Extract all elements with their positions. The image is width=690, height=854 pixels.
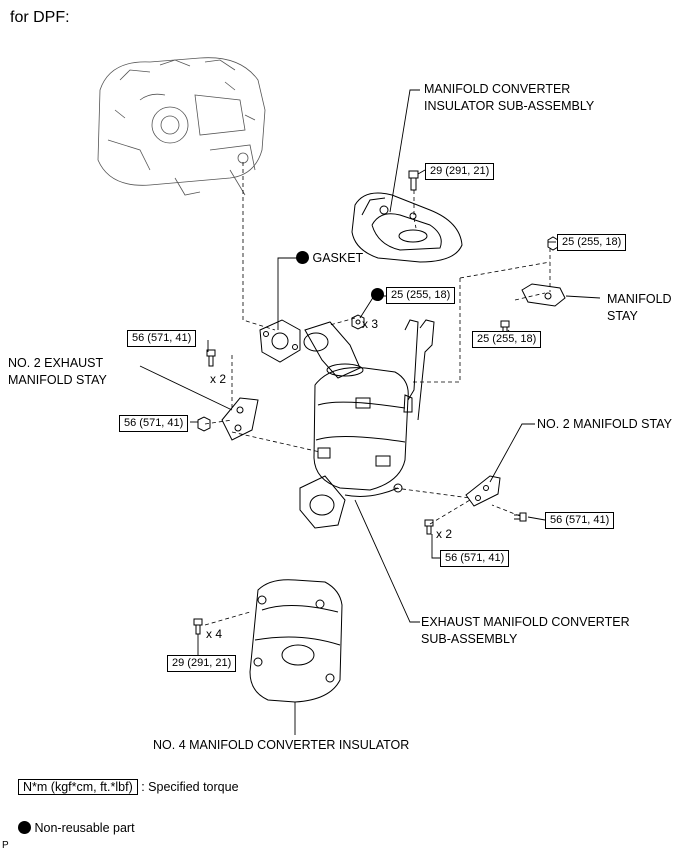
exhaust-manifold-converter-drawing xyxy=(299,319,435,529)
engine-block-drawing xyxy=(97,57,266,196)
torque-manifold-nut: 25 (255, 18) xyxy=(386,287,456,304)
legend-non-reusable-text: Non-reusable part xyxy=(34,821,135,835)
figure-code: P xyxy=(2,840,9,851)
legend-torque-unit: N*m (kgf*cm, ft.*lbf) xyxy=(18,779,138,795)
insulator-bolt-drawing xyxy=(408,170,419,191)
gasket-drawing xyxy=(259,319,301,363)
label-line: MANIFOLD CONVERTER xyxy=(424,82,571,96)
legend-non-reusable: Non-reusable part xyxy=(18,821,135,835)
manifold-stay-drawing xyxy=(521,283,566,307)
torque-no2-exhaust-stay-bolt: 56 (571, 41) xyxy=(127,330,197,347)
label-text: GASKET xyxy=(312,251,364,265)
no2-manifold-stay-drawing xyxy=(465,475,501,507)
label-line: NO. 2 EXHAUST xyxy=(8,356,104,370)
label-no2-exhaust-manifold-stay: NO. 2 EXHAUST MANIFOLD STAY xyxy=(8,355,107,389)
label-line: EXHAUST MANIFOLD CONVERTER xyxy=(421,615,630,629)
no2-exhaust-manifold-stay-drawing xyxy=(221,397,259,441)
label-no2-manifold-stay: NO. 2 MANIFOLD STAY xyxy=(537,417,672,431)
label-line: STAY xyxy=(607,309,638,323)
torque-insulator-bolt: 29 (291, 21) xyxy=(425,163,495,180)
label-manifold-converter-insulator: MANIFOLD CONVERTER INSULATOR SUB-ASSEMBL… xyxy=(424,81,594,115)
label-manifold-stay: MANIFOLD STAY xyxy=(607,291,672,325)
no2-exhaust-stay-bolt-drawing xyxy=(206,349,216,367)
count-no4-insulator-bolt: x 4 xyxy=(206,627,223,641)
torque-stay-bolt-lower: 25 (255, 18) xyxy=(472,331,542,348)
label-exhaust-manifold-converter: EXHAUST MANIFOLD CONVERTER SUB-ASSEMBLY xyxy=(421,614,630,648)
non-reusable-icon xyxy=(296,251,309,264)
label-line: INSULATOR SUB-ASSEMBLY xyxy=(424,99,595,113)
non-reusable-icon xyxy=(18,821,31,834)
torque-no2-stay-bolt-right: 56 (571, 41) xyxy=(545,512,615,529)
torque-stay-nut-top: 25 (255, 18) xyxy=(557,234,627,251)
no2-exhaust-stay-nut-drawing xyxy=(197,416,211,432)
torque-no2-stay-bolt-lower: 56 (571, 41) xyxy=(440,550,510,567)
non-reusable-icon xyxy=(371,288,384,301)
label-line: SUB-ASSEMBLY xyxy=(421,632,518,646)
no2-stay-bolt-lower-drawing xyxy=(424,519,434,535)
legend-torque: N*m (kgf*cm, ft.*lbf) : Specified torque xyxy=(18,779,239,795)
count-no2-stay-bolt-lower: x 2 xyxy=(436,527,453,541)
no4-insulator-bolt-drawing xyxy=(193,618,203,635)
count-manifold-nut: x 3 xyxy=(362,317,379,331)
torque-no4-insulator-bolt: 29 (291, 21) xyxy=(167,655,237,672)
label-line: MANIFOLD STAY xyxy=(8,373,107,387)
torque-no2-exhaust-stay-nut: 56 (571, 41) xyxy=(119,415,189,432)
manifold-nut-drawing xyxy=(351,314,365,330)
no2-stay-bolt-right-drawing xyxy=(514,512,527,522)
label-gasket: GASKET xyxy=(296,250,363,267)
label-line: MANIFOLD xyxy=(607,292,672,306)
count-no2-exhaust-stay-bolt: x 2 xyxy=(210,372,227,386)
page-title: for DPF: xyxy=(10,9,70,26)
label-no4-manifold-converter-insulator: NO. 4 MANIFOLD CONVERTER INSULATOR xyxy=(153,738,410,752)
legend-torque-desc: : Specified torque xyxy=(141,780,239,794)
manifold-converter-insulator-drawing xyxy=(351,192,463,263)
no4-manifold-converter-insulator-drawing xyxy=(249,579,343,703)
